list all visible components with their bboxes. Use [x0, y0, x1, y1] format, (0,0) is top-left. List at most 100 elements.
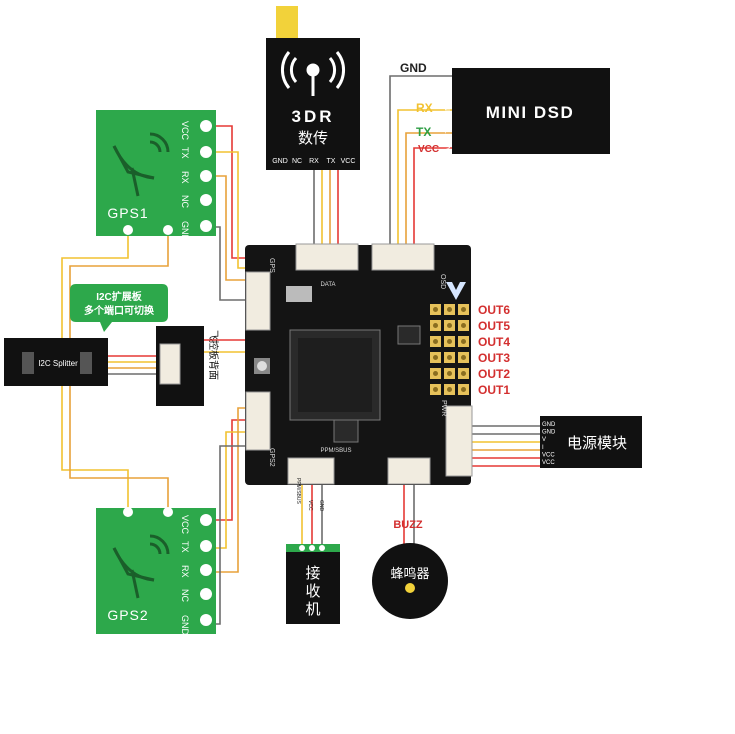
gps1-pin-label-nc: NC — [180, 195, 190, 208]
sensor-chip — [397, 325, 421, 345]
telemetry-subtitle: 数传 — [298, 130, 328, 147]
gps1-pin-label-gnd: GND — [180, 221, 190, 242]
output-pin-hole — [433, 307, 438, 312]
output-header — [430, 304, 469, 395]
wire-gps1-rx — [212, 175, 250, 281]
receiver-pin-ppm: PPM/SBUS — [295, 478, 301, 505]
gps1-pad-scl — [163, 225, 173, 235]
output-pin-hole — [461, 355, 466, 360]
wire-gps1-gnd — [212, 226, 250, 301]
output-label-out6: OUT6 — [478, 303, 510, 317]
output-label-out5: OUT5 — [478, 319, 510, 333]
gps2-pin-label-vcc: VCC — [180, 515, 190, 535]
gps2-pad-scl — [163, 507, 173, 517]
i2c-pin-sda: SDA — [118, 357, 129, 363]
output-pin-hole — [447, 339, 452, 344]
gps2-pin-rx — [198, 562, 214, 578]
satellite-icon — [112, 132, 170, 197]
port-gps-label: GPS — [268, 258, 275, 273]
telemetry-pin-nc: NC — [292, 158, 302, 165]
gps1-pin-label-tx: TX — [180, 147, 190, 159]
wires — [61, 75, 540, 625]
power-body — [540, 416, 642, 468]
callout-bubble — [70, 284, 168, 332]
flight-controller: DATA OSD GPS GPS2 PWR PPM/SBUS — [245, 243, 473, 485]
output-pin-hole — [461, 323, 466, 328]
gps2-pin-label-rx: RX — [180, 565, 190, 578]
i2c-connector — [159, 343, 181, 385]
i2c-callout: I2C扩展板 多个端口可切换 — [70, 284, 168, 332]
gps1-pad-sda — [123, 225, 133, 235]
output-pin-hole — [461, 387, 466, 392]
wire-gps2-sda — [61, 386, 129, 512]
receiver-pin-gnd: GND — [318, 500, 324, 512]
buzzer-label: BUZZ — [393, 519, 423, 531]
callout-line2: 多个端口可切换 — [84, 304, 155, 317]
i2c-pin-vcc: VCC — [118, 351, 129, 357]
power-pin-vcc: VCC — [542, 452, 555, 458]
antenna — [276, 6, 298, 40]
board-logo-icon — [446, 282, 466, 300]
port-pwr — [445, 405, 473, 477]
output-pin-hole — [447, 323, 452, 328]
output-pin-hole — [447, 387, 452, 392]
buzzer-title: 蜂鸣器 — [390, 566, 429, 581]
receiver-module: 接 收 机 PPM/SBUS VCC GND — [286, 478, 340, 624]
receiver-char-3: 机 — [305, 601, 320, 618]
buzzer-body — [372, 543, 448, 619]
receiver-pin-dot — [299, 545, 305, 551]
output-pin-hole — [433, 387, 438, 392]
gps2-pin-tx — [198, 538, 214, 554]
buzzer-hole — [405, 583, 415, 593]
gps1-pin-label-rx: RX — [180, 171, 190, 184]
port-ppm-label: PPM/SBUS — [320, 448, 351, 454]
wire-osd-rx — [397, 109, 452, 248]
power-pin-gnd: GND — [542, 422, 556, 428]
wire-gps2-tx — [212, 431, 250, 549]
osd-module: MINI DSD VCC TX RX NC GND GND RX TX VCC — [400, 61, 610, 155]
output-label-out1: OUT1 — [478, 383, 510, 397]
wire-gps1-sda — [61, 232, 129, 338]
gps2-pin-gnd — [198, 612, 214, 628]
output-pin-hole — [461, 307, 466, 312]
i2c-splitter: I2C Splitter — [4, 338, 108, 386]
gps2-pin-nc — [198, 586, 214, 602]
wire-gps1-tx — [212, 151, 250, 269]
port-osd — [371, 243, 435, 271]
receiver-pin-dot — [309, 545, 315, 551]
gps1-pin-nc — [198, 192, 214, 208]
splitter-connector — [22, 352, 34, 374]
port-gps — [245, 271, 271, 331]
output-label-out3: OUT3 — [478, 351, 510, 365]
wire-gps2-scl — [69, 386, 169, 512]
sensor-chip — [333, 419, 359, 443]
splitter-label: I2C Splitter — [38, 359, 78, 368]
telemetry-title: 3DR — [291, 107, 334, 126]
output-pin-hole — [447, 371, 452, 376]
output-pin-hole — [447, 307, 452, 312]
port-data-label: DATA — [320, 282, 335, 288]
gps1-pin-gnd — [198, 218, 214, 234]
osd-pin-vcc: VCC — [418, 144, 439, 155]
port-ppm — [287, 457, 335, 485]
osd-pin-rx: RX — [416, 101, 433, 115]
output-pin-hole — [433, 355, 438, 360]
wire-gps2-vcc — [212, 419, 250, 521]
gps1-pin-label-vcc: VCC — [180, 121, 190, 141]
power-pin-gnd: GND — [542, 430, 556, 436]
gps1-pin-tx — [198, 144, 214, 160]
gps2-body — [96, 508, 216, 634]
osd-title: MINI DSD — [486, 103, 575, 122]
reset-button-cap — [257, 361, 267, 371]
wire-osd-tx — [405, 132, 452, 248]
power-title: 电源模块 — [567, 435, 627, 452]
port-osd-label: OSD — [439, 274, 446, 289]
receiver-pin-vcc: VCC — [307, 500, 313, 511]
